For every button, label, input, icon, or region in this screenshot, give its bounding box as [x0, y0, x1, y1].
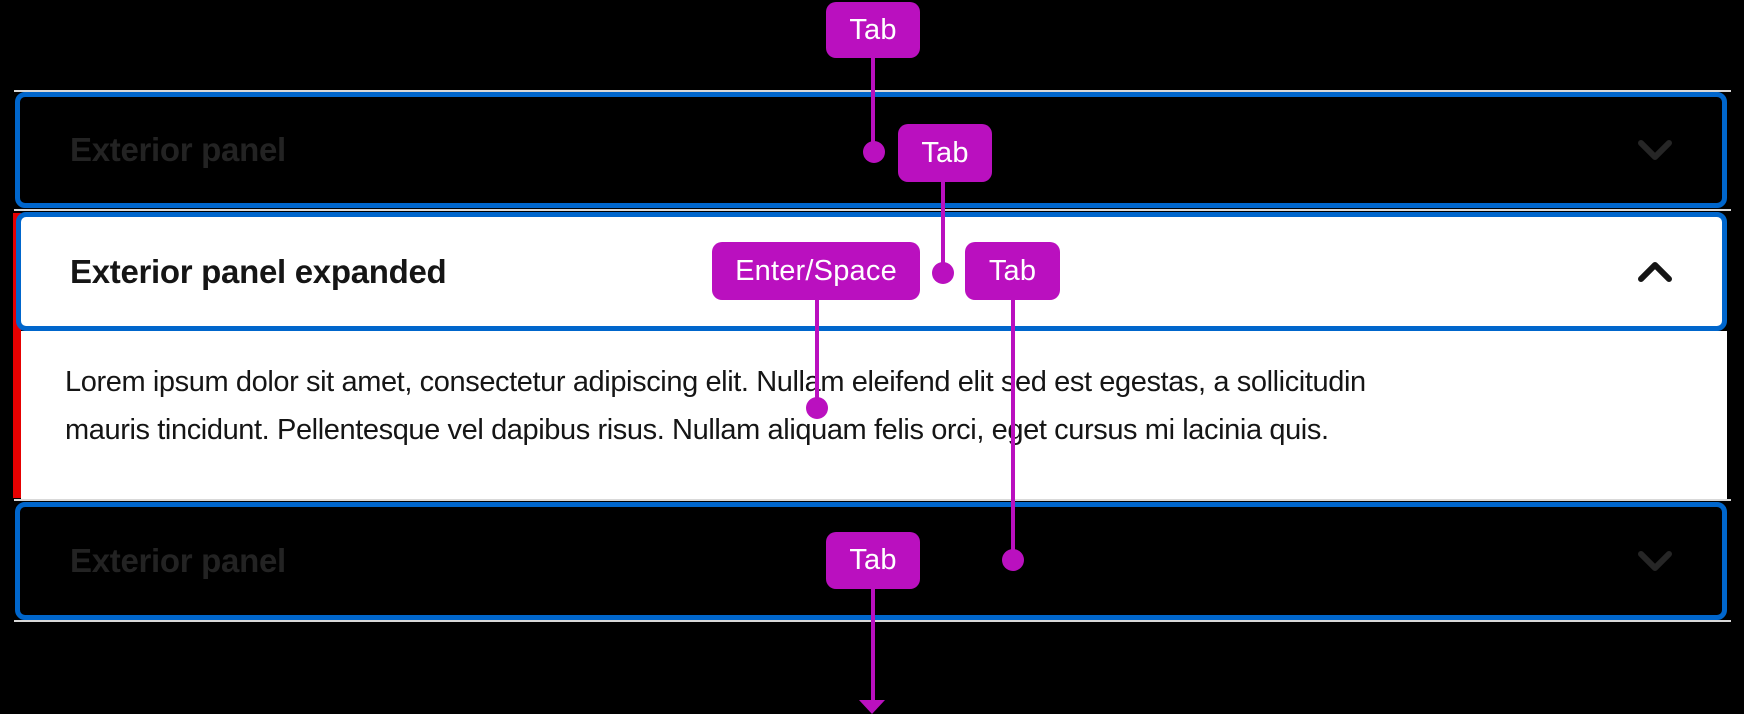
chevron-up-icon [1638, 261, 1672, 282]
chevron-down-icon [1638, 140, 1672, 160]
key-badge-tab: Tab [826, 532, 920, 589]
connector-dot [863, 141, 885, 163]
arrow-down-icon [859, 700, 885, 714]
accordion-title: Exterior panel [70, 131, 286, 168]
key-badge-enter-space: Enter/Space [712, 242, 920, 300]
accordion-header-exterior-panel-expanded[interactable]: Exterior panel expanded [16, 212, 1727, 331]
connector-line [871, 588, 875, 701]
accordion-title: Exterior panel expanded [70, 252, 447, 290]
connector-line [871, 57, 875, 152]
key-badge-tab: Tab [965, 242, 1060, 300]
connector-dot [806, 397, 828, 419]
connector-line [815, 299, 819, 408]
key-badge-tab: Tab [898, 124, 992, 182]
expanded-item-left-border [13, 213, 21, 498]
accordion-expanded-content: Lorem ipsum dolor sit amet, consectetur … [21, 331, 1727, 499]
connector-dot [932, 262, 954, 284]
content-text-line: mauris tincidunt. Pellentesque vel dapib… [65, 414, 1329, 446]
connector-line [941, 181, 945, 273]
key-badge-tab: Tab [826, 2, 920, 58]
connector-line [1011, 299, 1015, 560]
chevron-down-icon [1638, 551, 1672, 571]
connector-dot [1002, 549, 1024, 571]
panel-divider [14, 209, 1731, 211]
content-text-line: Lorem ipsum dolor sit amet, consectetur … [65, 366, 1366, 398]
accordion-title: Exterior panel [70, 542, 286, 579]
panel-divider [14, 499, 1731, 501]
